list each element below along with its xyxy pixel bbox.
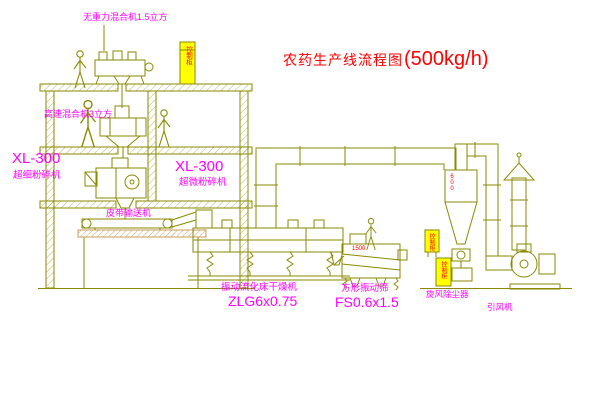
worker-roof [73,50,87,89]
label-mill-mid-model: XL-300 [175,158,224,175]
mezzanine-floor [77,229,207,238]
fan-motor [538,253,556,275]
exhaust-stack [502,152,536,251]
diagram-title-capacity: (500kg/h) [404,48,489,70]
worker-screen [365,217,377,251]
label-screen-model: FS0.6x1.5 [335,294,399,310]
fluid-bed-dryer [188,209,350,281]
label-screen-name: 方形振动筛 [341,283,389,294]
diagram-title: 农药生产线流程图 (500kg/h) [283,48,489,71]
exhaust-downpipe [455,142,513,271]
cyclone-size-mark: 600 [449,174,455,192]
label-mill-mid-name: 超微粉碎机 [179,177,227,188]
building-frame [39,83,253,289]
control-cabinet-top [179,41,196,85]
control-cabinet-low [435,257,452,287]
label-fan: 引风机 [487,302,513,312]
label-dryer-model: ZLG6x0.75 [228,293,298,309]
label-high-speed-mixer: 高速混合机3立方 [44,109,113,119]
control-cabinet-top-text: 控制柜 [184,46,192,66]
cyclone-separator [444,143,478,245]
control-cabinet-mid-text: 控制柜 [428,233,434,251]
vibrating-screen [333,233,408,291]
label-belt-conveyor: 皮带输送机 [106,208,152,218]
pulverizer-xl300 [84,157,147,219]
gravity-mixer [94,25,154,108]
control-cabinet-mid [424,229,440,257]
worker-floor2-right [157,109,171,148]
worker-floor2-left [79,99,97,148]
control-cabinet-low-text: 控制柜 [440,261,446,279]
label-cyclone: 旋风除尘器 [426,289,469,299]
exhaust-duct [254,146,457,228]
label-mill-left-model: XL-300 [12,150,61,167]
label-dryer-name: 振动流化床干燥机 [221,282,298,293]
diagram-title-text: 农药生产线流程图 [283,51,403,68]
belt-conveyor [81,211,197,230]
label-gravity-mixer: 无重力混合机1.5立方 [83,12,168,22]
high-speed-mixer [99,105,147,158]
rotary-valve [451,248,473,282]
induced-draft-fan [509,243,561,290]
screen-feed-mark: 1500 [352,246,366,252]
label-mill-left-name: 超细粉碎机 [13,170,61,181]
